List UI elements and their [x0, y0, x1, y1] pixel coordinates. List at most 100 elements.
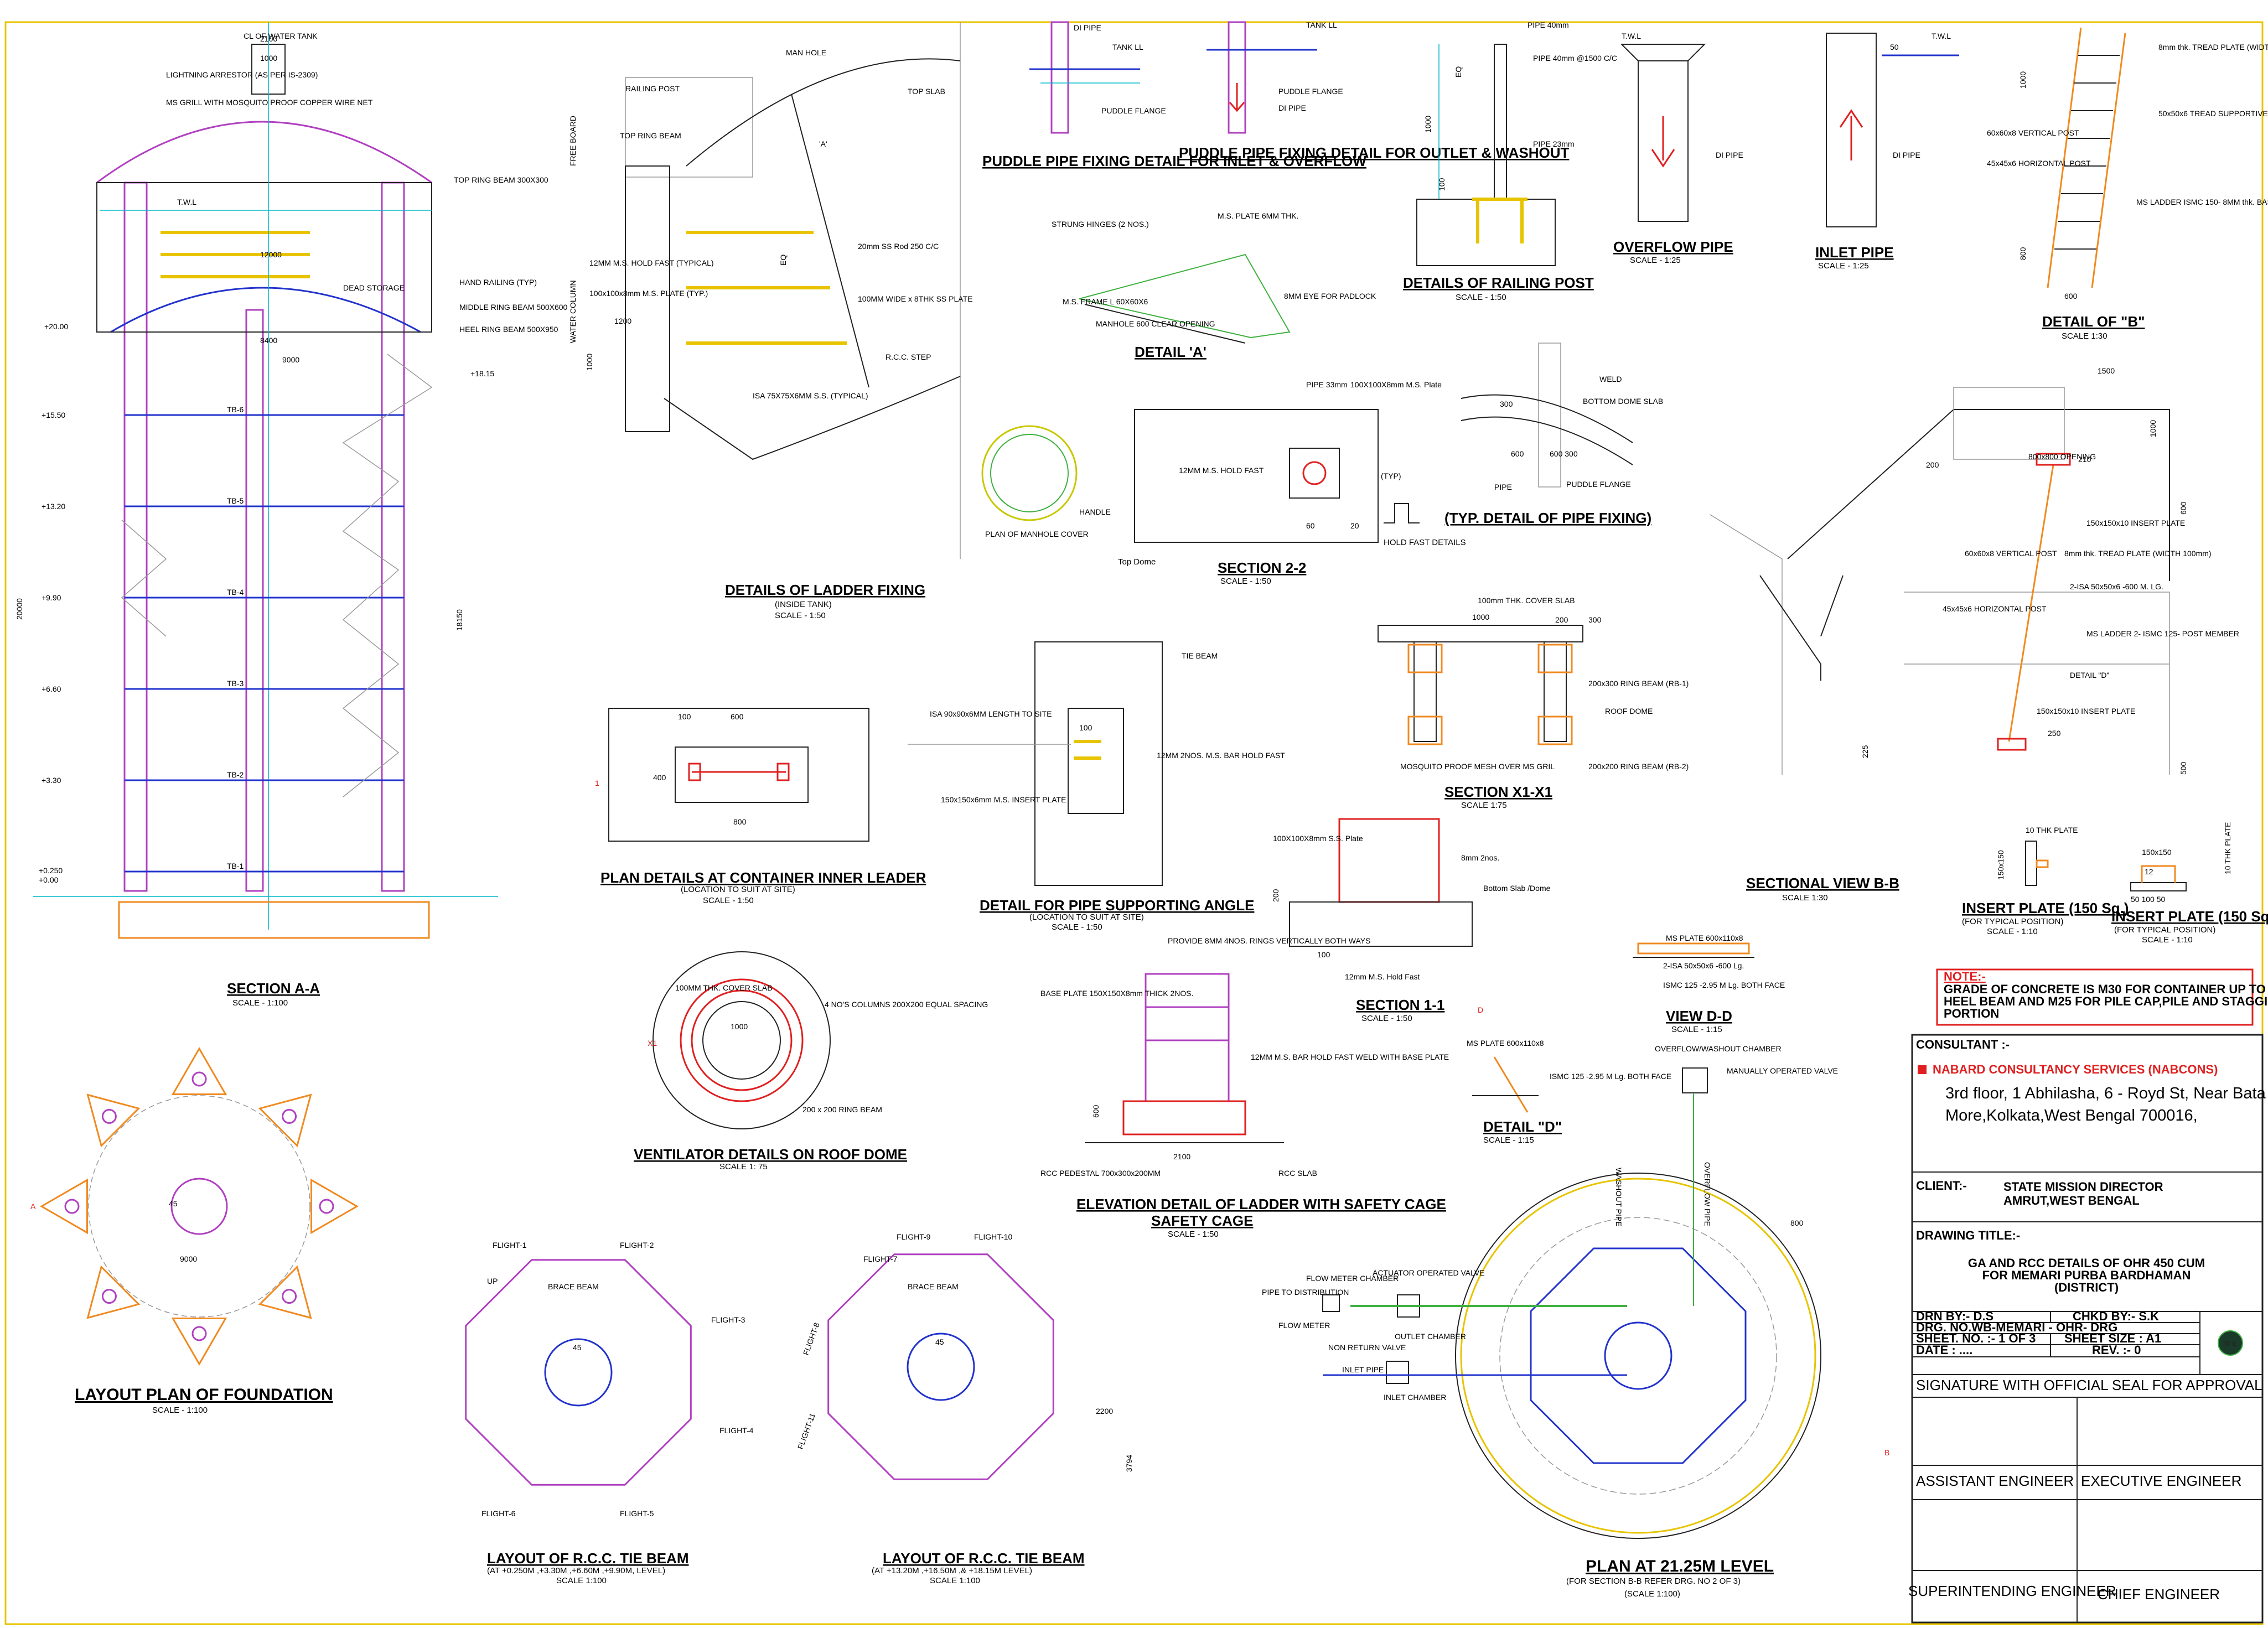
label-puddle-flange: PUDDLE FLANGE — [1278, 87, 1343, 96]
puddle-outlet-title: PUDDLE PIPE FIXING DETAIL FOR OUTLET & W… — [1179, 144, 1570, 161]
top-ring-beam-label: TOP RING BEAM 300X300 — [454, 175, 548, 184]
pile-cap — [39, 1178, 88, 1235]
dim-12: 12 — [2145, 867, 2153, 876]
label-vertical-post: 60x60x8 VERTICAL POST — [1965, 549, 2057, 558]
pile-cap — [86, 1265, 141, 1319]
label-pipe: PIPE 33mm — [1306, 380, 1348, 389]
label-mesh: MOSQUITO PROOF MESH OVER MS GRIL — [1400, 762, 1555, 771]
section-mark: B — [1884, 1448, 1889, 1457]
label-isa: 2-ISA 50x50x6 -600 Lg. — [1663, 961, 1744, 970]
label-bottom-dome: BOTTOM DOME SLAB — [1583, 397, 1663, 406]
insert-plate-2-sub: (FOR TYPICAL POSITION) — [2114, 925, 2215, 935]
label-tie-beam: TIE BEAM — [1182, 651, 1218, 660]
label-ms-plate: MS PLATE 600x110x8 — [1467, 1039, 1544, 1048]
flight-label: FLIGHT-10 — [974, 1232, 1012, 1241]
section-mark: 1 — [595, 779, 599, 787]
pipe-angle-sub: (LOCATION TO SUIT AT SITE) — [1029, 912, 1144, 922]
label-isa: 2-ISA 50x50x6 -600 M. LG. — [2070, 582, 2163, 591]
label-vertical-post: 60x60x8 VERTICAL POST — [1987, 128, 2079, 137]
view-dd: MS PLATE 600x110x8 2-ISA 50x50x6 -600 Lg… — [1633, 934, 1785, 1034]
dim-60: 60 — [1306, 521, 1315, 530]
label-handle: HANDLE — [1079, 507, 1111, 516]
level-label: +3.30 — [42, 776, 61, 785]
container-leader-scale: SCALE - 1:50 — [703, 896, 754, 905]
ladder-cage-scale: SCALE - 1:50 — [1168, 1230, 1219, 1239]
label-eq: EQ — [779, 255, 788, 266]
flight-label: FLIGHT-9 — [897, 1232, 931, 1241]
pile-cap — [258, 1265, 312, 1319]
dim-100: 100 — [678, 712, 691, 721]
pile — [282, 1289, 297, 1304]
note-line: HEEL BEAM AND M25 FOR PILE CAP,PILE AND … — [1944, 994, 2268, 1008]
tie-beam-label: TB-2 — [227, 770, 244, 779]
label-di-pipe: DI PIPE — [1074, 23, 1101, 32]
pipe-fixing-title: (TYP. DETAIL OF PIPE FIXING) — [1444, 510, 1651, 526]
level-label: +9.90 — [42, 593, 61, 602]
dim-1000: 1000 — [2148, 420, 2157, 437]
tie-beam-2-title: LAYOUT OF R.C.C. TIE BEAM — [883, 1550, 1085, 1567]
detail-a: STRUNG HINGES (2 NOS.) M.S. PLATE 6MM TH… — [1052, 211, 1376, 360]
level-label: +0.00 — [39, 875, 59, 884]
foundation-title: LAYOUT PLAN OF FOUNDATION — [75, 1386, 333, 1404]
label-roof-dome: ROOF DOME — [1605, 707, 1653, 716]
pipe-angle: TIE BEAM ISA 90x90x6MM LENGTH TO SITE 12… — [908, 641, 1285, 932]
dim-150: 150x150 — [1996, 850, 2005, 880]
chamber-icon — [1682, 1067, 1708, 1093]
dim-2100: 2100 — [260, 34, 277, 43]
drawing-title-3: (DISTRICT) — [2054, 1280, 2119, 1294]
dim-300: 300 — [1500, 400, 1513, 408]
pile — [319, 1199, 334, 1214]
sectional-bb-scale: SCALE 1:30 — [1782, 893, 1828, 903]
grill-label: MS GRILL WITH MOSQUITO PROOF COPPER WIRE… — [166, 98, 373, 107]
up-label: UP — [487, 1277, 498, 1285]
hold-fast: HOLD FAST DETAILS — [1384, 503, 1466, 547]
nabcons-logo-icon — [1918, 1065, 1927, 1074]
label-hold-fast: 12MM M.S. HOLD FAST — [1179, 466, 1264, 475]
inlet-pipe-title: INLET PIPE — [1815, 244, 1894, 261]
label-pipe-40: PIPE 40mm — [1527, 20, 1569, 29]
overflow-pipe-title: OVERFLOW PIPE — [1613, 239, 1733, 255]
inlet-pipe: T.W.L DI PIPE 50 INLET PIPE SCALE - 1:25 — [1815, 32, 1959, 271]
railing-post-title: DETAILS OF RAILING POST — [1403, 274, 1594, 291]
section-x1: 100mm THK. COVER SLAB 200x300 RING BEAM … — [1378, 596, 1689, 810]
label-ss-rod: 20mm SS Rod 250 C/C — [858, 242, 939, 251]
label-hold-fast: 12MM M.S. BAR HOLD FAST WELD WITH BASE P… — [1251, 1053, 1449, 1061]
label-a: 'A' — [819, 139, 827, 148]
label-columns: 4 NO'S COLUMNS 200X200 EQUAL SPACING — [825, 1000, 988, 1009]
insert-plate-1-title: INSERT PLATE (150 Sq.) — [1962, 900, 2129, 916]
label-puddle-flange: PUDDLE FLANGE — [1101, 106, 1166, 115]
client-line-2: AMRUT,WEST BENGAL — [2003, 1194, 2140, 1207]
brace-beam-label: BRACE BEAM — [908, 1282, 959, 1291]
signature-label: SIGNATURE WITH OFFICIAL SEAL FOR APPROVA… — [1916, 1377, 2262, 1393]
drn-by: DRN BY:- D.S — [1916, 1309, 1993, 1323]
address-line-1: 3rd floor, 1 Abhilasha, 6 - Royd St, Nea… — [1945, 1085, 2266, 1102]
dim-1000: 1000 — [2018, 71, 2027, 89]
label-di-pipe: DI PIPE — [1716, 151, 1743, 159]
label-plate: 100X100X8mm M.S. Plate — [1350, 380, 1442, 389]
container-leader: 100 600 400 800 1 PLAN DETAILS AT CONTAI… — [595, 708, 926, 905]
plan-2125-title: PLAN AT 21.25M LEVEL — [1586, 1557, 1774, 1575]
label-pedestal: RCC PEDESTAL 700x300x200MM — [1040, 1169, 1161, 1178]
staircase-left — [121, 520, 167, 637]
chamber-icon — [1386, 1361, 1409, 1384]
label-ss-plate: 100MM WIDE x 8THK SS PLATE — [858, 294, 972, 303]
level-label: +6.60 — [42, 685, 61, 693]
tie-beam-2-sub: (AT +13.20M ,+16.50M ,& +18.15M LEVEL) — [872, 1566, 1032, 1575]
label-distribution: PIPE TO DISTRIBUTION — [1262, 1288, 1349, 1297]
tie-beam-lines — [125, 414, 404, 873]
dim-2100: 2100 — [1173, 1152, 1190, 1161]
dim-12000: 12000 — [260, 250, 282, 259]
label-ring-beam-1: 200x300 RING BEAM (RB-1) — [1588, 679, 1689, 688]
drawing-title-1: GA AND RCC DETAILS OF OHR 450 CUM — [1968, 1256, 2205, 1270]
label-detail-d: DETAIL "D" — [2070, 671, 2109, 680]
dim-1000: 1000 — [585, 354, 594, 371]
foundation: 9000 45 A LAYOUT PLAN OF FOUNDATION SCAL… — [30, 1046, 359, 1415]
label-base-plate: BASE PLATE 150X150X8mm THICK 2NOS. — [1040, 989, 1194, 998]
dim-200: 200 — [1926, 460, 1939, 469]
label-ms-ladder: MS LADDER ISMC 150- 8MM thk. BASE PLATE — [2136, 198, 2268, 206]
label-twl: T.W.L — [1932, 32, 1951, 40]
tie-beam-label: TB-1 — [227, 862, 244, 870]
note-label: NOTE:- — [1944, 969, 1986, 983]
label-horizontal-post: 45x45x6 HORIZONTAL POST — [1943, 604, 2047, 613]
detail-b-scale: SCALE 1:30 — [2062, 331, 2108, 341]
